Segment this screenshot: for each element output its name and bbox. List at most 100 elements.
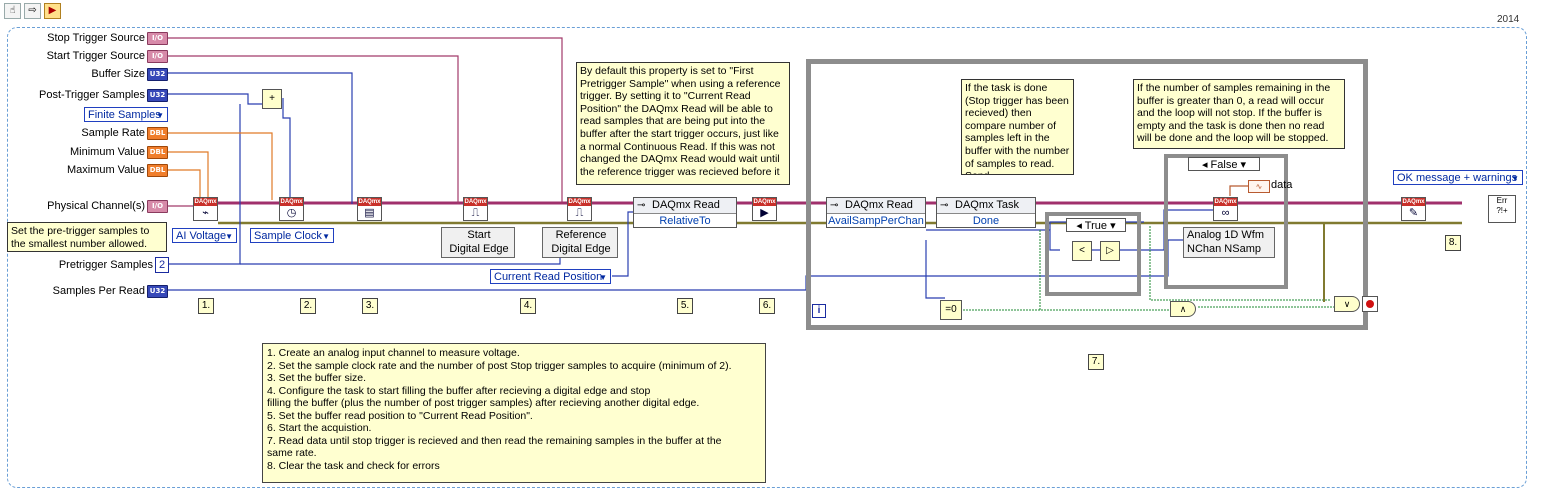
daqmx-header: DAQmx <box>753 198 776 206</box>
false-case-structure[interactable] <box>1164 154 1288 289</box>
start-edge-line2: Digital Edge <box>449 243 509 255</box>
instruction-line: 6. Start the acquistion. <box>267 422 372 434</box>
and-function[interactable]: ∧ <box>1170 301 1196 317</box>
ai-voltage-selector[interactable]: AI Voltage▼ <box>172 228 237 243</box>
read-property-title: DAQmx Read <box>652 199 720 211</box>
pretrigger-note: Set the pre-trigger samples to the small… <box>7 222 167 252</box>
minimum-value-label: Minimum Value <box>70 146 145 158</box>
true-case-selector[interactable]: ◂ True ▾ <box>1066 218 1126 232</box>
property-node-icon: ⊸ <box>830 200 839 211</box>
ai-voltage-value: AI Voltage <box>176 230 227 242</box>
sample-rate-terminal[interactable]: DBL <box>147 127 168 140</box>
samples-per-read-wire <box>168 239 1214 291</box>
error-mode-enum[interactable]: OK message + warnings▼ <box>1393 170 1523 185</box>
add-output-wire <box>282 98 291 200</box>
instruction-line: 2. Set the sample clock rate and the num… <box>267 359 732 372</box>
error-mode-value: OK message + warnings <box>1397 172 1518 184</box>
sample-clock-selector[interactable]: Sample Clock▼ <box>250 228 334 243</box>
start-trigger-source-label: Start Trigger Source <box>46 50 145 62</box>
daqmx-header: DAQmx <box>1214 198 1237 206</box>
samples-per-read-terminal[interactable]: U32 <box>147 285 168 298</box>
maximum-value-terminal[interactable]: DBL <box>147 164 168 177</box>
stop-condition-icon[interactable] <box>1362 296 1378 312</box>
add-function[interactable]: + <box>262 89 282 109</box>
physical-channels-terminal[interactable]: I/O <box>147 200 168 213</box>
buffer-size-wire <box>168 72 353 204</box>
clear-task-vi[interactable]: DAQmx ✎ <box>1401 197 1426 221</box>
waveform-indicator-icon[interactable]: ∿ <box>1248 180 1270 193</box>
block-diagram-frame <box>7 27 1527 488</box>
stop-trigger-wire <box>168 37 563 204</box>
start-edge-line1: Start <box>467 229 491 241</box>
task-done-property-node[interactable]: ⊸DAQmx Task Done <box>936 197 1036 228</box>
select-function[interactable]: ▷ <box>1100 241 1120 261</box>
buffer-size-terminal[interactable]: U32 <box>147 68 168 81</box>
dropdown-arrow-icon: ▼ <box>156 111 164 120</box>
dropdown-arrow-icon: ▼ <box>225 232 233 241</box>
while-loop[interactable] <box>806 59 1368 330</box>
pretrigger-samples-label: Pretrigger Samples <box>58 259 153 271</box>
dropdown-arrow-icon: ▼ <box>1511 174 1519 183</box>
equal-zero-function[interactable]: =0 <box>940 300 962 320</box>
reference-digital-edge-selector[interactable]: Reference Digital Edge <box>542 227 618 258</box>
current-read-position-enum[interactable]: Current Read Position▼ <box>490 269 611 284</box>
daqmx-read-vi[interactable]: DAQmx ∞ <box>1213 197 1238 221</box>
post-trigger-samples-label: Post-Trigger Samples <box>39 89 145 101</box>
true-case-structure[interactable] <box>1045 212 1141 296</box>
sample-rate-label: Sample Rate <box>81 127 145 139</box>
buffer-icon: ▤ <box>364 207 375 219</box>
read-glasses-icon: ∞ <box>1221 207 1230 219</box>
instruction-line: 1. Create an analog input channel to mea… <box>267 347 520 359</box>
case-true-label: True <box>1084 220 1108 232</box>
read-relativeto-property-node[interactable]: ⊸ DAQmx Read RelativeTo <box>633 197 737 228</box>
analog-read-selector[interactable]: Analog 1D Wfm NChan NSamp <box>1183 227 1275 258</box>
stop-trigger-source-terminal[interactable]: I/O <box>147 32 168 45</box>
dropdown-arrow-icon: ▼ <box>322 232 330 241</box>
reference-edge-line1: Reference <box>555 229 607 241</box>
instruction-line: 4. Configure the task to start filling t… <box>267 384 651 397</box>
read-property-title: DAQmx Read <box>845 199 913 211</box>
arrow-right-icon[interactable]: ⇨ <box>24 3 41 19</box>
step-5-label: 5. <box>677 298 693 314</box>
minimum-value-terminal[interactable]: DBL <box>147 146 168 159</box>
instruction-line: same rate. <box>267 447 317 459</box>
instruction-line: 3. Set the buffer size. <box>267 372 367 384</box>
read-avail-property-node[interactable]: ⊸ DAQmx Read AvailSampPerChan <box>826 197 926 228</box>
start-trigger-vi[interactable]: DAQmx ⎍ <box>463 197 488 221</box>
step-2-label: 2. <box>300 298 316 314</box>
run-icon[interactable]: ▶ <box>44 3 61 19</box>
instruction-line: 7. Read data until stop trigger is recie… <box>267 434 722 447</box>
or-function[interactable]: ∨ <box>1334 296 1360 312</box>
avail-samples-wire <box>926 229 1060 251</box>
case-false-label: False <box>1210 159 1238 171</box>
digital-edge-icon: ⎍ <box>471 207 480 219</box>
task-done-note: If the task is done (Stop trigger has be… <box>961 79 1074 175</box>
property-node-icon: ⊸ <box>637 200 646 211</box>
false-case-selector[interactable]: ◂ False ▾ <box>1188 157 1260 171</box>
data-label: data <box>1271 179 1293 191</box>
property-note: By default this property is set to "Firs… <box>576 62 790 185</box>
pretrigger-samples-control[interactable]: 2 <box>155 257 169 273</box>
reference-trigger-vi[interactable]: DAQmx ⎍ <box>567 197 592 221</box>
daqmx-header: DAQmx <box>194 198 217 206</box>
buffer-config-vi[interactable]: DAQmx ▤ <box>357 197 382 221</box>
avail-samp-per-chan-property[interactable]: AvailSampPerChan <box>828 215 924 227</box>
finite-samples-enum[interactable]: Finite Samples▼ <box>84 107 168 122</box>
relativeto-property[interactable]: RelativeTo <box>659 215 711 227</box>
start-digital-edge-selector[interactable]: Start Digital Edge <box>441 227 515 258</box>
hand-icon[interactable]: ☝ <box>4 3 21 19</box>
dropdown-arrow-icon: ▼ <box>599 273 607 282</box>
daqmx-header: DAQmx <box>1402 198 1425 206</box>
instruction-line: filling the buffer (plus the number of p… <box>267 397 700 409</box>
done-property[interactable]: Done <box>972 215 1000 227</box>
less-than-function[interactable]: < <box>1072 241 1092 261</box>
step-1-label: 1. <box>198 298 214 314</box>
start-trigger-source-terminal[interactable]: I/O <box>147 50 168 63</box>
start-task-vi[interactable]: DAQmx ▶ <box>752 197 777 221</box>
timing-vi[interactable]: DAQmx ◷ <box>279 197 304 221</box>
daqmx-header: DAQmx <box>464 198 487 206</box>
create-channel-vi[interactable]: DAQmx ⌁ <box>193 197 218 221</box>
error-handler-icon[interactable]: Err?!+ <box>1488 195 1516 223</box>
post-trigger-samples-terminal[interactable]: U32 <box>147 89 168 102</box>
sample-rate-wire <box>168 132 273 200</box>
